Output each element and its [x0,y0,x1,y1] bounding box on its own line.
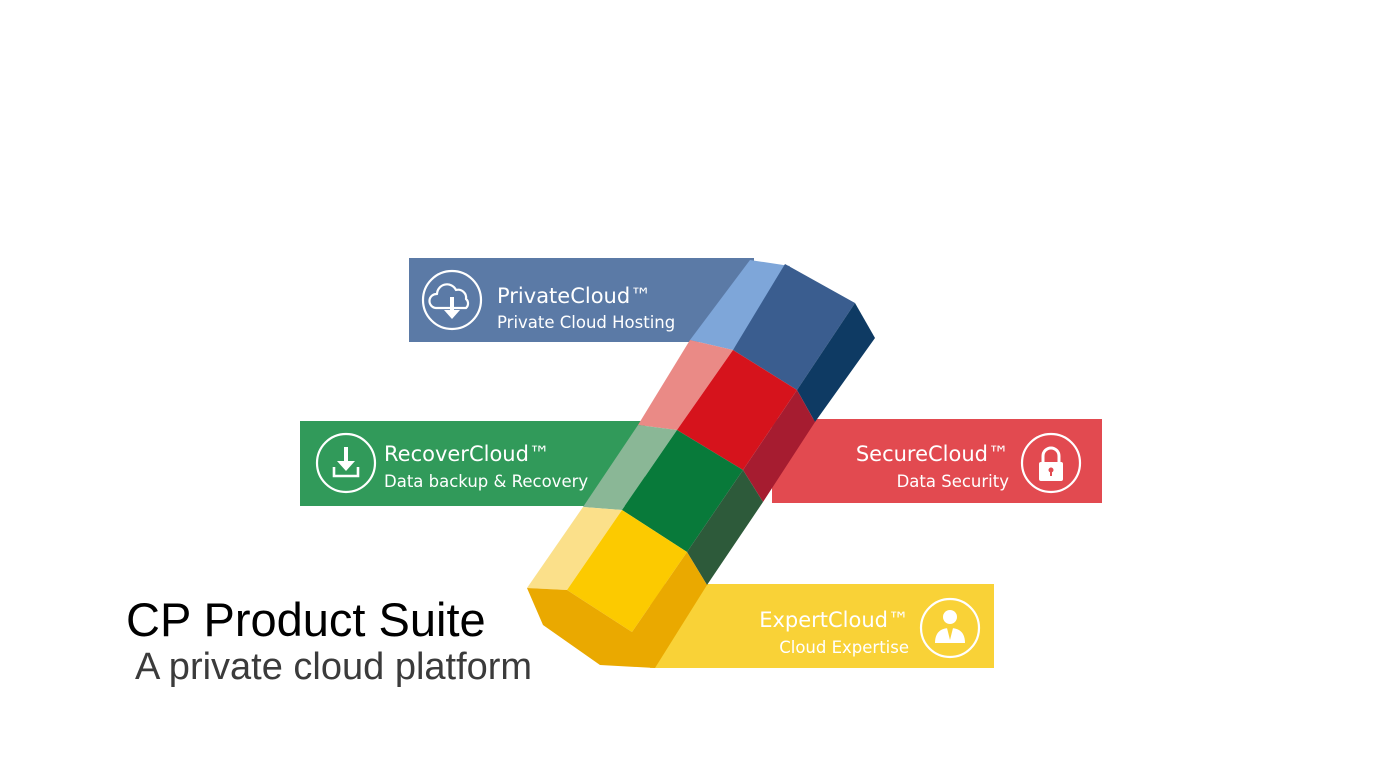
cube-red-side-face [743,390,815,502]
cube-blue-side-face [797,303,875,422]
recovercloud-title: RecoverCloud™ [384,442,550,466]
cube-green-top-face [622,430,743,552]
suite-title: CP Product Suite [126,593,486,646]
user-icon [919,597,981,659]
expertcloud-title: ExpertCloud™ [759,608,909,632]
expertcloud-subtitle: Cloud Expertise [779,638,909,657]
download-icon [315,432,377,494]
bar-securecloud-bg [772,419,1102,503]
suite-subtitle: A private cloud platform [135,646,533,688]
privatecloud-title: PrivateCloud™ [497,284,651,308]
cube-green-light-face [583,425,677,510]
bar-recovercloud[interactable] [300,421,645,506]
securecloud-subtitle: Data Security [897,472,1010,491]
bar-securecloud[interactable] [772,419,1102,503]
recovercloud-subtitle: Data backup & Recovery [384,472,588,491]
cube-green-side-face [687,470,763,585]
cube-red-light-face [638,340,733,430]
securecloud-title: SecureCloud™ [856,442,1009,466]
lock-icon [1020,432,1082,494]
cube-yellow-top-face [567,510,687,632]
privatecloud-subtitle: Private Cloud Hosting [497,313,675,332]
cloud-download-icon [421,269,483,331]
cube-yellow-light-face [527,507,622,590]
cube-yellow-bottom-face [527,552,707,668]
cube-red-top-face [677,350,797,470]
cube-blue-light-face [690,260,790,350]
cube-logo [527,260,875,668]
bar-recovercloud-bg [300,421,645,506]
cube-blue-top-face [733,264,855,390]
